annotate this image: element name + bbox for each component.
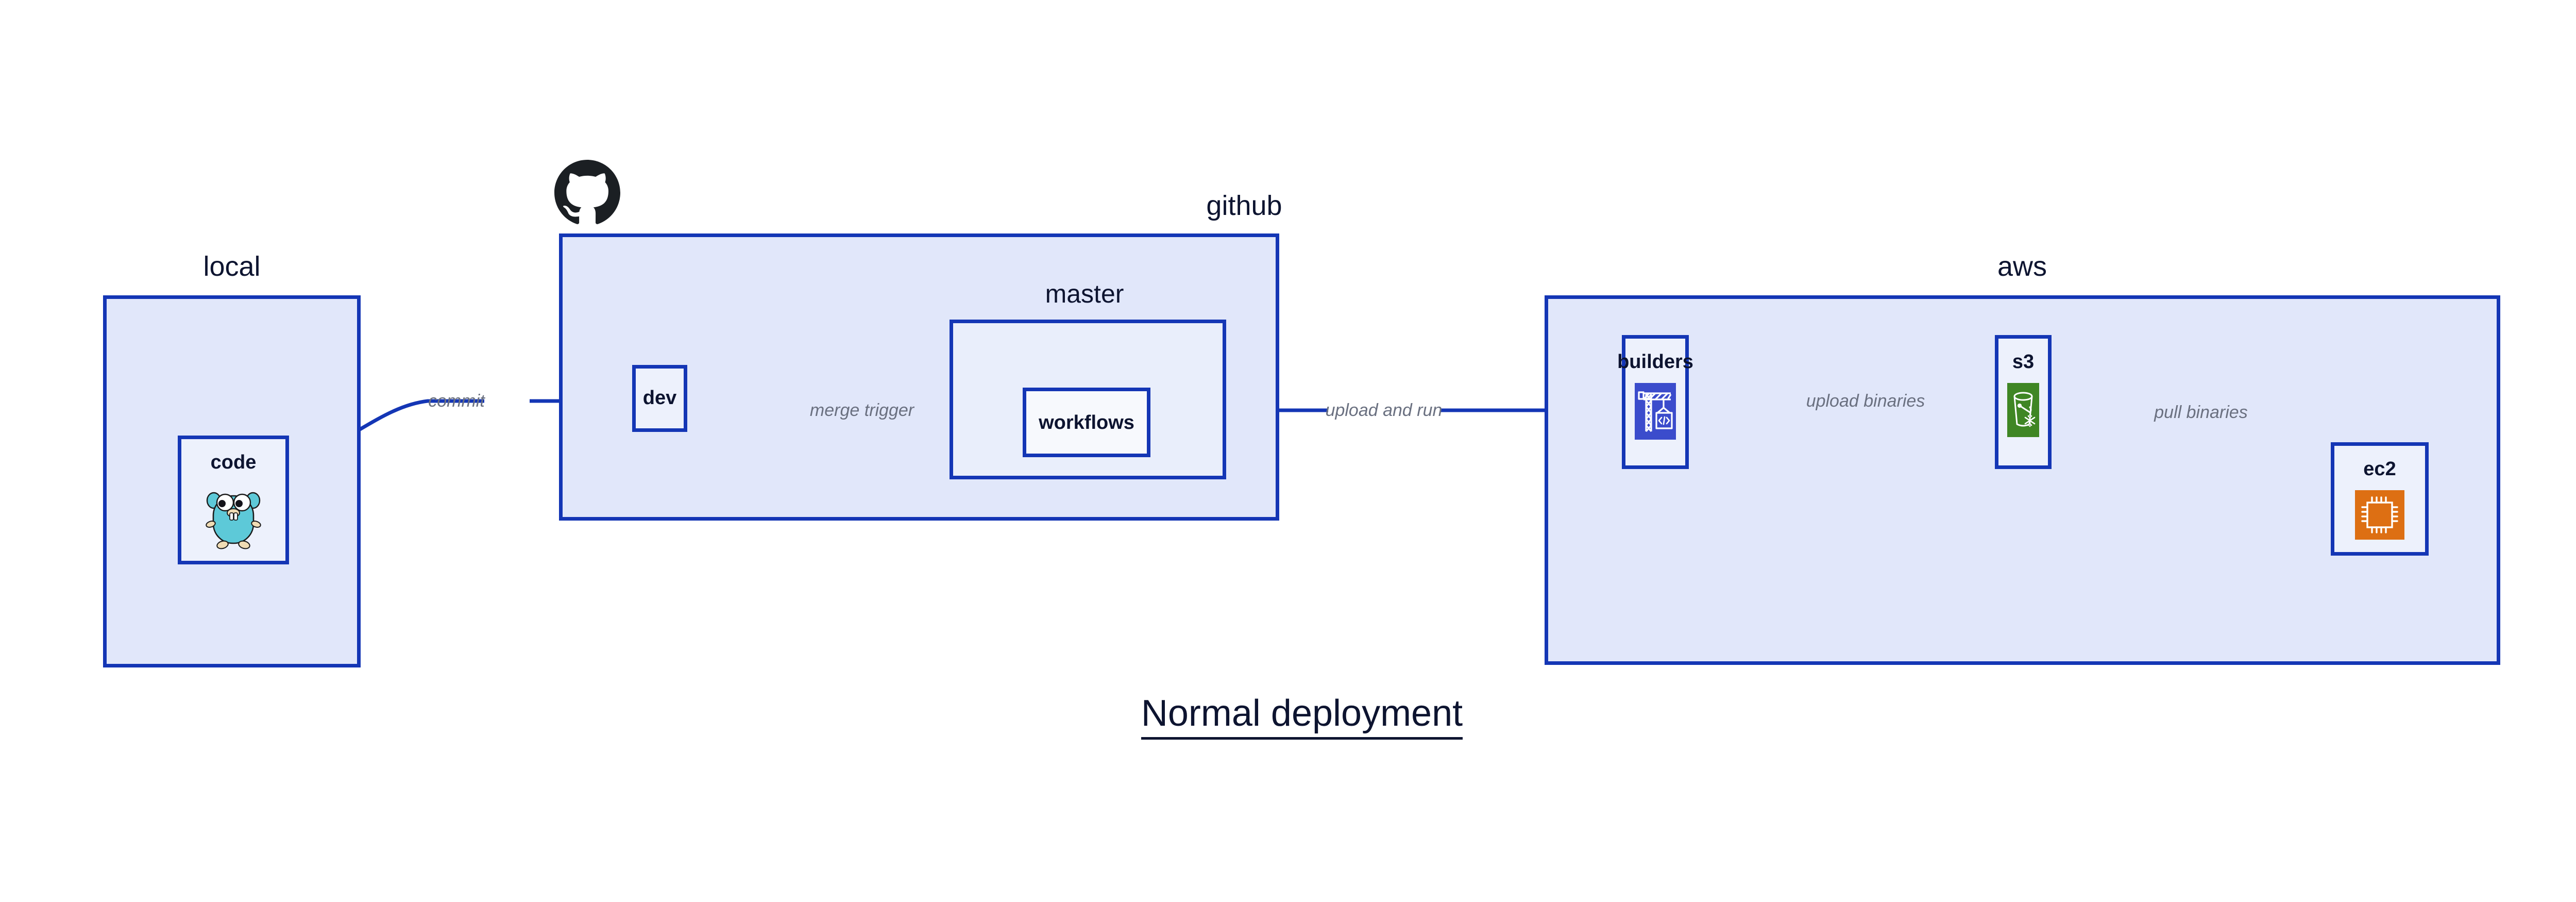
group-label-github: github (1206, 190, 1282, 221)
node-ec2-label: ec2 (2363, 458, 2396, 480)
node-workflows[interactable]: workflows (1023, 388, 1150, 457)
node-builders[interactable]: builders (1617, 335, 1693, 469)
edge-label-upload-and-run: upload and run (1325, 400, 1443, 420)
group-label-local: local (203, 251, 261, 282)
s3-bucket-icon (2007, 383, 2039, 437)
crane-code-icon (1635, 383, 1676, 440)
edge-label-merge-trigger: merge trigger (809, 400, 914, 420)
edge-label-commit: commit (428, 391, 485, 411)
node-dev[interactable]: dev (632, 365, 687, 432)
go-gopher-icon (206, 492, 261, 549)
node-code[interactable]: code (178, 436, 289, 564)
group-label-aws: aws (1997, 251, 2047, 282)
node-s3-label: s3 (2012, 351, 2035, 373)
node-workflows-label: workflows (1039, 411, 1134, 433)
node-builders-label: builders (1617, 351, 1693, 373)
node-code-label: code (210, 452, 257, 473)
edge-label-upload-binaries: upload binaries (1806, 391, 1925, 411)
node-ec2[interactable]: ec2 (2331, 442, 2429, 556)
diagram-title: Normal deployment (0, 693, 2576, 740)
group-label-master: master (1045, 279, 1124, 308)
diagram-title-text: Normal deployment (1141, 693, 1463, 740)
node-s3[interactable]: s3 (1995, 335, 2052, 469)
node-dev-label: dev (642, 387, 677, 409)
edge-label-pull-binaries: pull binaries (2154, 403, 2248, 422)
github-octocat-icon (554, 160, 620, 224)
cpu-chip-icon (2355, 490, 2404, 540)
